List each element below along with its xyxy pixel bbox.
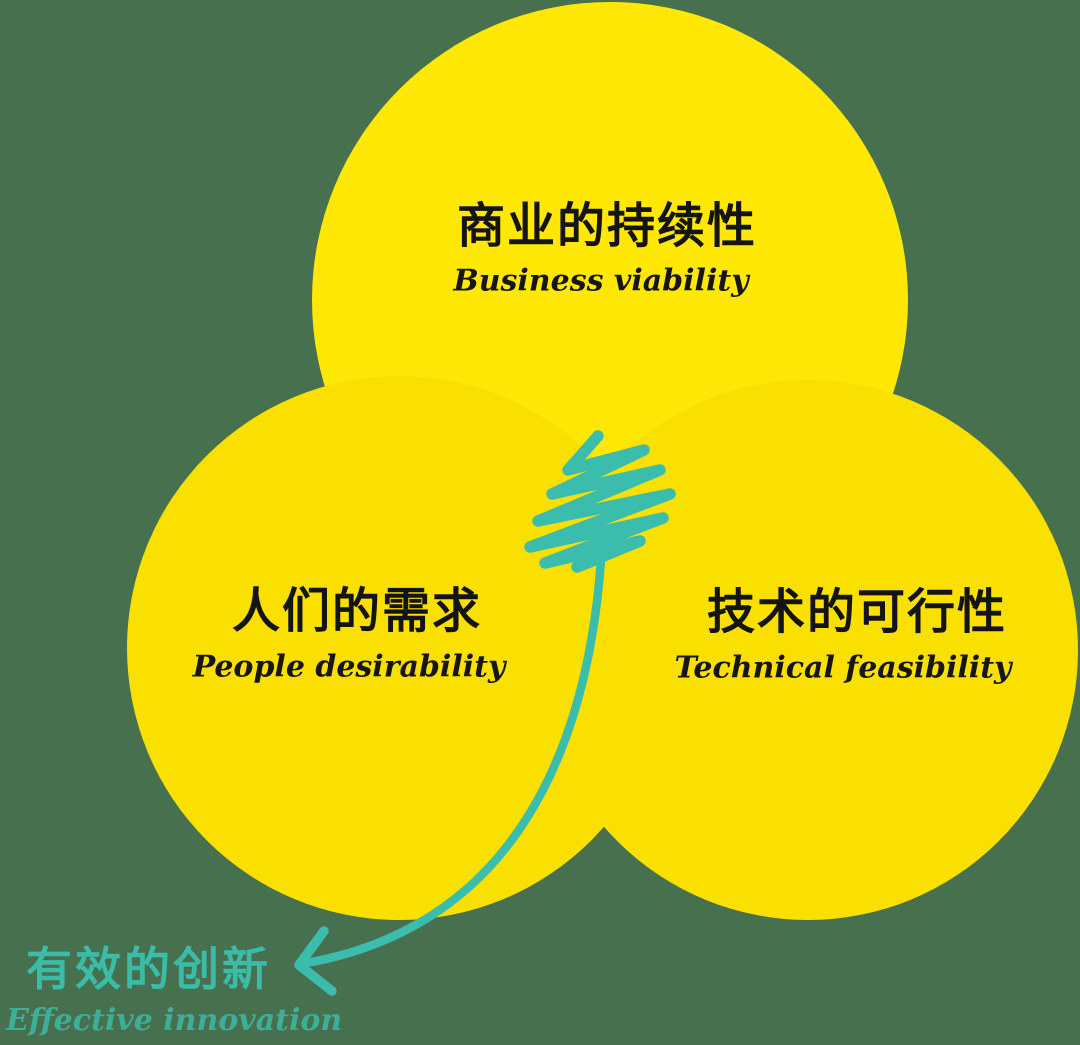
result-label-zh: 有效的创新: [26, 943, 271, 995]
technology-label-zh: 技术的可行性: [706, 586, 1008, 639]
innovation-arrowhead-icon: [294, 926, 337, 996]
innovation-arrow: [301, 555, 606, 968]
business-label-zh: 商业的持续性: [456, 200, 758, 253]
business-label-en: Business viability: [453, 263, 749, 299]
people-label-zh: 人们的需求: [231, 585, 483, 638]
venn-circle-technology: [538, 380, 1078, 920]
people-label-en: People desirability: [192, 649, 506, 685]
result-label-en: Effective innovation: [6, 1003, 343, 1038]
technology-label-en: Technical feasibility: [674, 650, 1012, 686]
venn-circle-people: [127, 376, 671, 920]
center-scribble: [524, 430, 676, 573]
